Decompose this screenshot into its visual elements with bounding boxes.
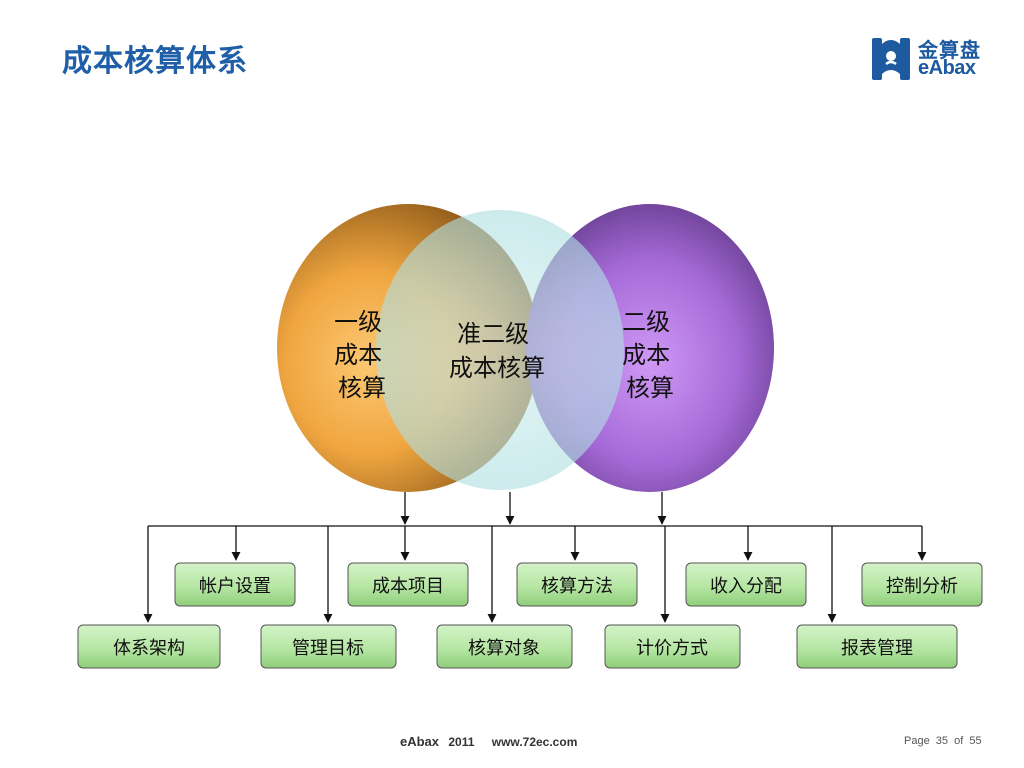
box-label-accounting-method: 核算方法 <box>541 576 613 597</box>
footer-year: 2011 <box>448 735 475 749</box>
logo-chinese-text: 金算盘 <box>918 38 981 62</box>
circle-label-level1: 一级 成本 核算 <box>334 308 390 402</box>
box-label-accounting-object: 核算对象 <box>468 638 540 659</box>
abacus-logo-icon <box>872 38 910 80</box>
box-label-valuation-method: 计价方式 <box>636 638 708 659</box>
circle-quasi-level2 <box>376 210 624 490</box>
box-label-cost-items: 成本项目 <box>372 576 444 597</box>
page-title: 成本核算体系 <box>62 44 248 79</box>
page-total: 55 <box>969 735 982 747</box>
footer: eAbax 2011 www.72ec.com Page 35 of 55 <box>0 734 1024 754</box>
footer-url: www.72ec.com <box>491 735 578 749</box>
page-current: 35 <box>935 735 949 747</box>
upper-boxes: 帐户设置 成本项目 核算方法 收入分配 控制分析 <box>174 562 983 607</box>
box-label-control-analysis: 控制分析 <box>886 576 958 597</box>
box-management-goals <box>260 624 397 669</box>
logo-english-text: eAbax <box>918 57 976 79</box>
box-label-management-goals: 管理目标 <box>292 638 364 659</box>
box-accounting-method <box>516 562 638 607</box>
cost-accounting-diagram: 一级 成本 核算 准二级 成本核算 二级 成本 核算 帐户设置 成本项目 <box>77 204 983 669</box>
box-label-account-setup: 帐户设置 <box>199 576 271 597</box>
footer-brand-line: eAbax 2011 www.72ec.com <box>400 734 577 749</box>
box-label-system-architecture: 体系架构 <box>113 638 185 659</box>
company-logo: 金算盘 eAbax <box>870 32 994 84</box>
box-control-analysis <box>861 562 983 607</box>
circle-label-level2: 二级 成本 核算 <box>622 308 678 402</box>
box-report-management <box>796 624 958 669</box>
box-accounting-object <box>436 624 573 669</box>
connectors <box>143 492 927 623</box>
lower-boxes: 体系架构 管理目标 核算对象 计价方式 报表管理 <box>77 624 958 669</box>
page-label: Page <box>904 735 930 747</box>
circle-label-quasi-level2: 准二级 成本核算 <box>449 320 545 382</box>
box-valuation-method <box>604 624 741 669</box>
box-account-setup <box>174 562 296 607</box>
box-cost-items <box>347 562 469 607</box>
page-number: Page 35 of 55 <box>904 735 985 747</box>
footer-brand: eAbax <box>400 734 440 749</box>
box-label-revenue-allocation: 收入分配 <box>710 576 782 597</box>
page-of-label: of <box>954 735 964 747</box>
box-label-report-management: 报表管理 <box>841 638 913 659</box>
box-system-architecture <box>77 624 221 669</box>
box-revenue-allocation <box>685 562 807 607</box>
